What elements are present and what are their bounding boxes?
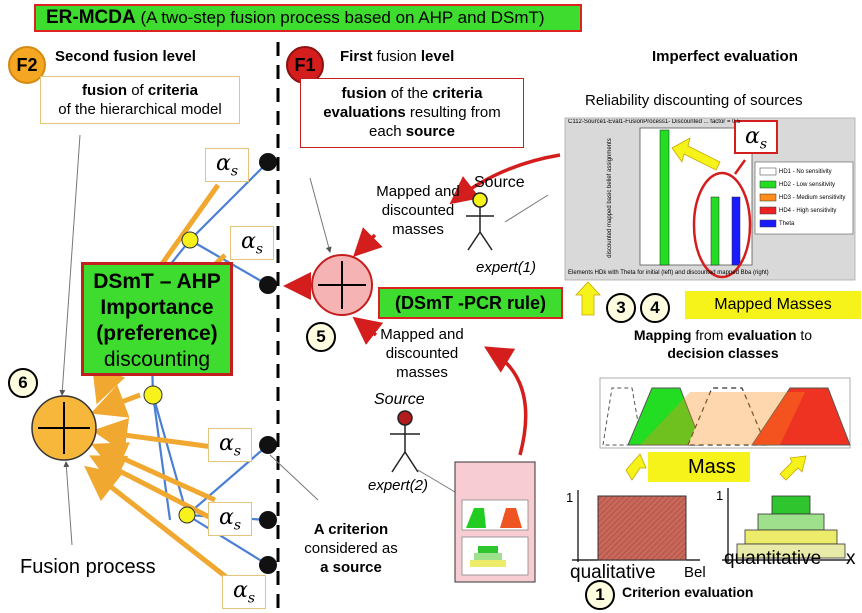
- imperfect-evaluation-title: Imperfect evaluation: [652, 48, 798, 65]
- alpha-box-plot: αs: [734, 120, 778, 154]
- qualitative-plot: [572, 490, 700, 562]
- f1-badge: F1: [286, 46, 324, 84]
- bar-disc-hd2: [710, 196, 720, 266]
- quantitative-plot: [722, 488, 850, 562]
- legend-hd2: HD2 - Low sensitivity: [779, 182, 836, 188]
- step-3: 3: [606, 293, 636, 323]
- step-4: 4: [640, 293, 670, 323]
- bel-label: Bel: [684, 564, 706, 581]
- expert1-label: expert(1): [476, 259, 537, 276]
- diagram-title: ER-MCDA (A two-step fusion process based…: [34, 4, 582, 32]
- step-5: 5: [306, 322, 336, 352]
- qualitative-label: qualitative: [570, 562, 656, 583]
- plot-footer: Elements HDk with Theta for initial (lef…: [568, 270, 769, 276]
- node-yellow-2: [143, 385, 163, 405]
- step-6: 6: [8, 368, 38, 398]
- step-1: 1: [585, 580, 615, 610]
- discount-plot: [564, 117, 856, 281]
- tree-nodes: [143, 153, 277, 574]
- source2-label: Source: [374, 391, 425, 408]
- criterion-source-label: A criterion considered as a source: [304, 521, 398, 576]
- alpha-ellipse: [692, 171, 752, 279]
- mapping-trapezoids: [599, 377, 851, 449]
- pcr-rule-box: (DSmT -PCR rule): [378, 287, 563, 319]
- mass-banner: Mass: [648, 452, 750, 482]
- f2-badge: F2: [8, 46, 46, 84]
- one-label-qual: 1: [566, 490, 574, 505]
- f1-desc-line2: evaluations resulting from: [323, 104, 501, 121]
- source1-label: Source: [474, 174, 525, 191]
- x-label: x: [846, 548, 856, 569]
- fusion-6-circle: [31, 395, 97, 461]
- f1-desc-line3: each source: [369, 123, 455, 140]
- dsmt-ahp-line4: discounting: [103, 348, 211, 371]
- f2-description-box: fusion of criteria of the hierarchical m…: [40, 76, 240, 124]
- legend-hd1: HD1 - No sensitivity: [779, 169, 832, 175]
- f1-desc-line1: fusion of the criteria: [341, 85, 483, 102]
- f2-desc-line2: of the hierarchical model: [58, 101, 222, 118]
- dsmt-ahp-box: DSmT – AHP Importance (preference) disco…: [81, 262, 233, 376]
- node-black-4: [259, 511, 277, 529]
- f2-heading: Second fusion level: [55, 48, 196, 65]
- red-arrows: [283, 153, 561, 456]
- alpha-box-2: αs: [230, 226, 274, 260]
- alpha-box-5: αs: [222, 575, 266, 609]
- dsmt-ahp-line3: (preference): [96, 322, 218, 345]
- plot-ylabel: discounted mapped basic belief assignmen…: [607, 138, 613, 258]
- expert2-figure: [390, 410, 420, 473]
- f2-heading-rest: level: [158, 48, 196, 65]
- yellow-arrow-left: [625, 453, 647, 481]
- f2-heading-bold: Second fusion: [55, 48, 159, 65]
- yellow-arrow-right: [779, 455, 807, 481]
- f1-description-box: fusion of the criteria evaluations resul…: [300, 78, 524, 148]
- node-black-5: [259, 556, 277, 574]
- legend-hd3: HD3 - Medium sensitivity: [779, 195, 846, 201]
- plot-caption: C112-Source1-Eval1-FusionProcess1- Disco…: [568, 119, 741, 125]
- bar-disc-theta: [731, 196, 741, 266]
- yellow-up-arrow-1: [575, 281, 601, 316]
- bar-initial-hd2: [659, 129, 670, 266]
- alpha-box-3: αs: [208, 428, 252, 462]
- fusion-process-label: Fusion process: [20, 556, 156, 578]
- fusion-5-circle: [311, 254, 373, 316]
- node-yellow-1: [181, 231, 199, 249]
- f2-desc-line1: fusion of criteria: [82, 82, 198, 99]
- quantitative-label: quantitative: [724, 548, 822, 569]
- title-rest: (A two-step fusion process based on AHP …: [135, 8, 545, 27]
- legend-theta: Theta: [779, 221, 795, 227]
- node-black-1: [259, 153, 277, 171]
- expert1-figure: [466, 192, 494, 251]
- mapping-caption: Mapping from evaluation to decision clas…: [633, 327, 813, 361]
- f1-heading: First fusion level: [340, 48, 455, 65]
- dsmt-ahp-line2: Importance: [100, 296, 214, 319]
- node-black-2: [259, 276, 277, 294]
- dsmt-ahp-line1: DSmT – AHP: [93, 270, 221, 293]
- legend-hd4: HD4 - High sensitivity: [779, 208, 837, 214]
- one-label-quant: 1: [716, 488, 724, 503]
- alpha-box-4: αs: [208, 502, 252, 536]
- mapped-masses-banner: Mapped Masses: [685, 291, 861, 319]
- node-black-3: [259, 436, 277, 454]
- criterion-evaluation-label: Criterion evaluation: [622, 584, 754, 600]
- expert2-card: [454, 461, 536, 583]
- node-yellow-3: [178, 506, 196, 524]
- alpha-box-1: αs: [205, 148, 249, 182]
- plot-legend: HD1 - No sensitivity HD2 - Low sensitivi…: [779, 166, 845, 231]
- expert2-label: expert(2): [368, 477, 429, 494]
- title-bold: ER-MCDA: [46, 7, 136, 28]
- reliability-title: Reliability discounting of sources: [585, 92, 803, 109]
